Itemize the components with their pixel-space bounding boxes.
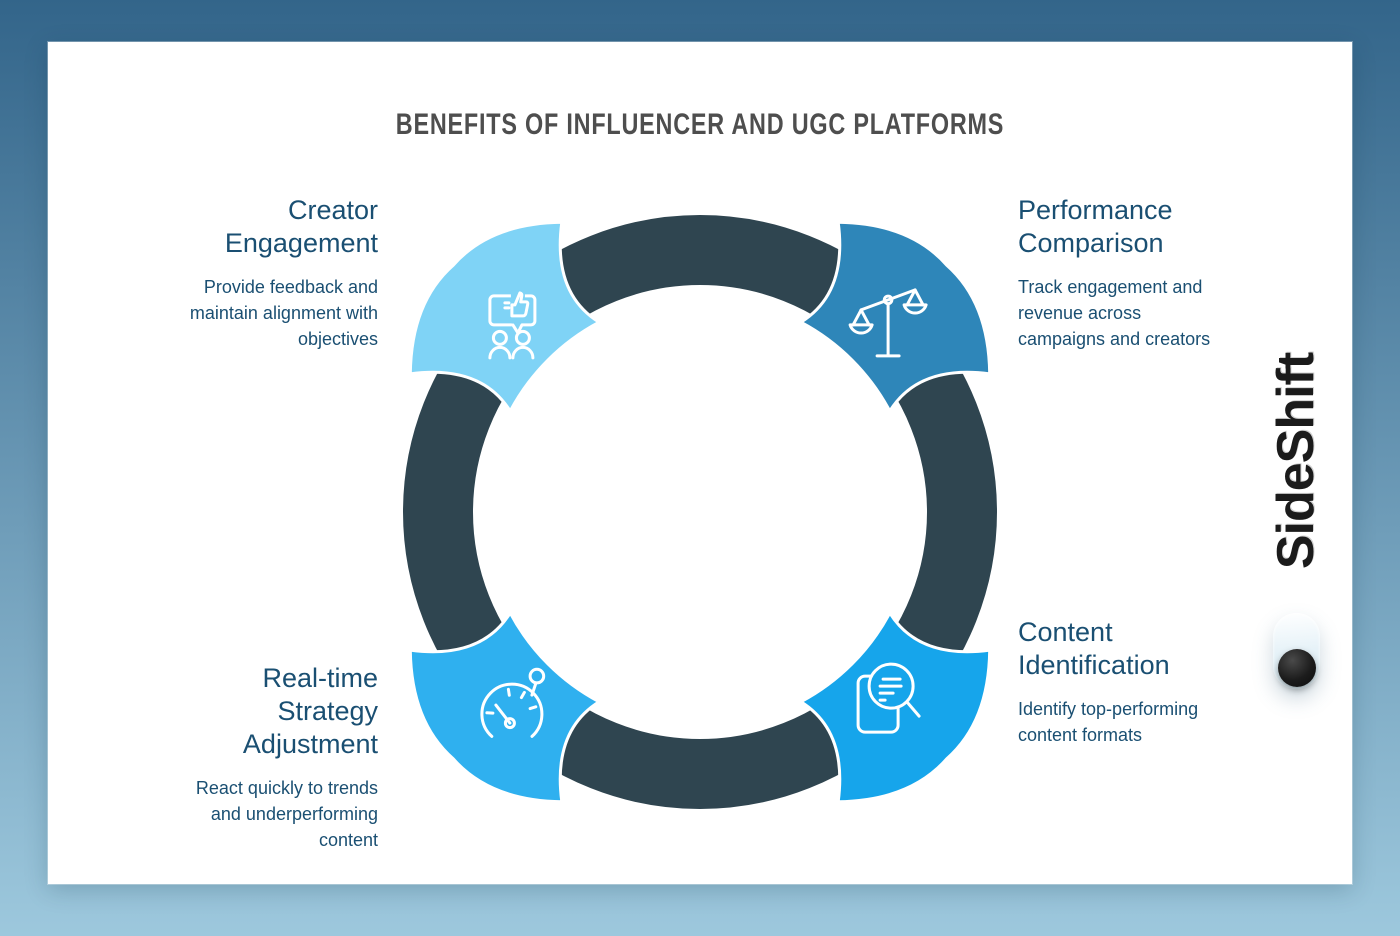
toggle-knob-icon bbox=[1278, 649, 1316, 687]
segment-label-creator-engagement: Creator Engagement Provide feedback and … bbox=[138, 194, 378, 352]
brand-logo: SideShift bbox=[1267, 352, 1325, 570]
segment-title: Real-time Strategy Adjustment bbox=[242, 663, 378, 759]
segment-description: Track engagement and revenue across camp… bbox=[1018, 277, 1211, 349]
content-search-icon bbox=[856, 662, 921, 734]
feedback-chat-icon bbox=[488, 290, 537, 360]
balance-scale-icon bbox=[848, 288, 928, 358]
segment-arrow-performance-comparison bbox=[799, 220, 992, 413]
segment-arrow-real-time-strategy-adjustment bbox=[408, 611, 601, 804]
cycle-diagram bbox=[403, 215, 997, 809]
segment-arrow-creator-engagement bbox=[408, 220, 601, 413]
cycle-ring bbox=[403, 215, 997, 809]
segment-title: Content Identification bbox=[1018, 617, 1170, 680]
segment-description: Identify top-performing content formats bbox=[1018, 699, 1199, 745]
infographic-card: BENEFITS OF INFLUENCER AND UGC PLATFORMS bbox=[48, 42, 1352, 884]
segment-label-real-time-strategy-adjustment: Real-time Strategy Adjustment React quic… bbox=[138, 662, 378, 853]
brand-toggle-icon bbox=[1273, 613, 1320, 689]
segment-label-performance-comparison: Performance Comparison Track engagement … bbox=[1018, 194, 1273, 352]
segment-description: React quickly to trends and underperform… bbox=[195, 778, 378, 850]
segment-description: Provide feedback and maintain alignment … bbox=[189, 277, 378, 349]
speed-gauge-icon bbox=[480, 667, 546, 738]
segment-title: Performance Comparison bbox=[1018, 195, 1173, 258]
segment-title: Creator Engagement bbox=[224, 195, 378, 258]
segment-label-content-identification: Content Identification Identify top-perf… bbox=[1018, 616, 1273, 748]
page-title: BENEFITS OF INFLUENCER AND UGC PLATFORMS bbox=[395, 108, 1005, 141]
